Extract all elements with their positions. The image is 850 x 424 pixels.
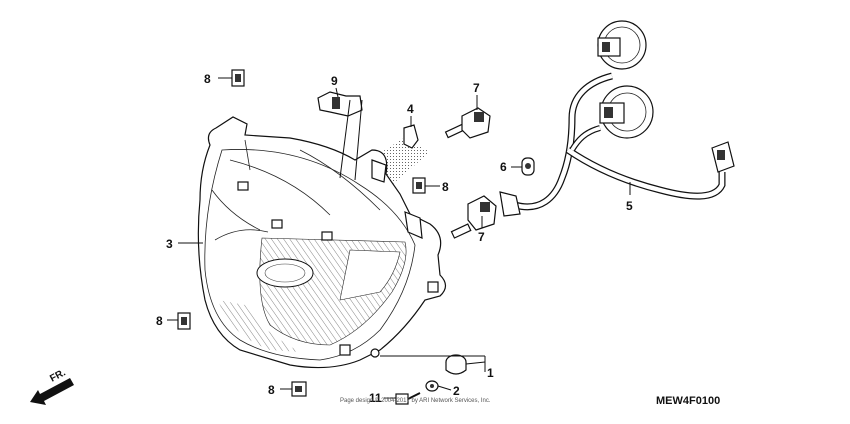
callout-7-top[interactable]: 7 bbox=[473, 81, 480, 95]
clip-left-part-8[interactable] bbox=[177, 312, 191, 330]
leader-lines bbox=[167, 77, 631, 399]
bracket-part-9[interactable] bbox=[317, 91, 363, 117]
callout-8-right[interactable]: 8 bbox=[442, 180, 449, 194]
clip-right-part-8[interactable] bbox=[412, 177, 426, 194]
front-direction-arrow: FR. bbox=[30, 367, 74, 405]
grommet-part-6[interactable] bbox=[521, 157, 535, 176]
callout-1[interactable]: 1 bbox=[487, 366, 494, 380]
callout-2[interactable]: 2 bbox=[453, 384, 460, 398]
screw-part-11[interactable] bbox=[395, 392, 421, 405]
bulb-bottom-part-7[interactable] bbox=[450, 195, 497, 239]
copyright-watermark: Page design © 2004-2017 by ARI Network S… bbox=[340, 397, 491, 404]
callout-7-bottom[interactable]: 7 bbox=[478, 230, 485, 244]
callout-5[interactable]: 5 bbox=[626, 199, 633, 213]
bulb-top-part-7[interactable] bbox=[444, 107, 491, 139]
clip-part-4[interactable] bbox=[403, 124, 419, 149]
callout-4[interactable]: 4 bbox=[407, 102, 414, 116]
clip-bottom-part-8[interactable] bbox=[291, 381, 307, 397]
grommet-part-1[interactable] bbox=[445, 354, 467, 375]
callout-3[interactable]: 3 bbox=[166, 237, 173, 251]
callout-6[interactable]: 6 bbox=[500, 160, 507, 174]
callout-8-bottom[interactable]: 8 bbox=[268, 383, 275, 397]
diagram-code: MEW4F0100 bbox=[656, 395, 720, 407]
harness-part-5[interactable] bbox=[499, 20, 735, 217]
callout-8-top[interactable]: 8 bbox=[204, 72, 211, 86]
callout-8-left[interactable]: 8 bbox=[156, 314, 163, 328]
clip-top-part-8[interactable] bbox=[231, 69, 245, 87]
headlight-unit[interactable] bbox=[197, 116, 447, 369]
callout-9[interactable]: 9 bbox=[331, 74, 338, 88]
callout-11[interactable]: 11 bbox=[369, 391, 382, 405]
collar-part-2[interactable] bbox=[425, 380, 439, 392]
